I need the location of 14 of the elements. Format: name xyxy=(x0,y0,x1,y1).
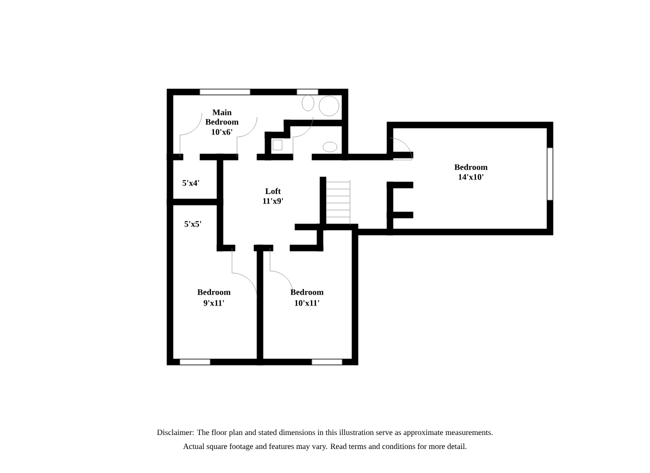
room-dimension: 5'x4' xyxy=(182,180,200,186)
room-dimension: 9'x11' xyxy=(204,300,224,306)
room-label: Bedroom xyxy=(197,289,231,295)
disclaimer-text: Actual square footage and features may vary. Read terms and conditions for more detail. xyxy=(183,443,466,451)
room-dimension: 10'x6' xyxy=(212,129,232,135)
room-label: Bedroom xyxy=(290,289,324,295)
room-dimension: 11'x9' xyxy=(263,198,283,204)
room-dimension: 5'x5' xyxy=(184,221,202,227)
disclaimer-text: Disclaimer: The floor plan and stated dimensions in this illustration serve as approximate measurements. xyxy=(157,429,493,437)
room-dimension: 10'x11' xyxy=(294,300,320,306)
room-dimension: 14'x10' xyxy=(458,174,484,180)
room-label: Bedroom xyxy=(454,164,488,170)
room-label: Loft xyxy=(265,188,281,194)
room-label: Main Bedroom xyxy=(205,109,239,125)
